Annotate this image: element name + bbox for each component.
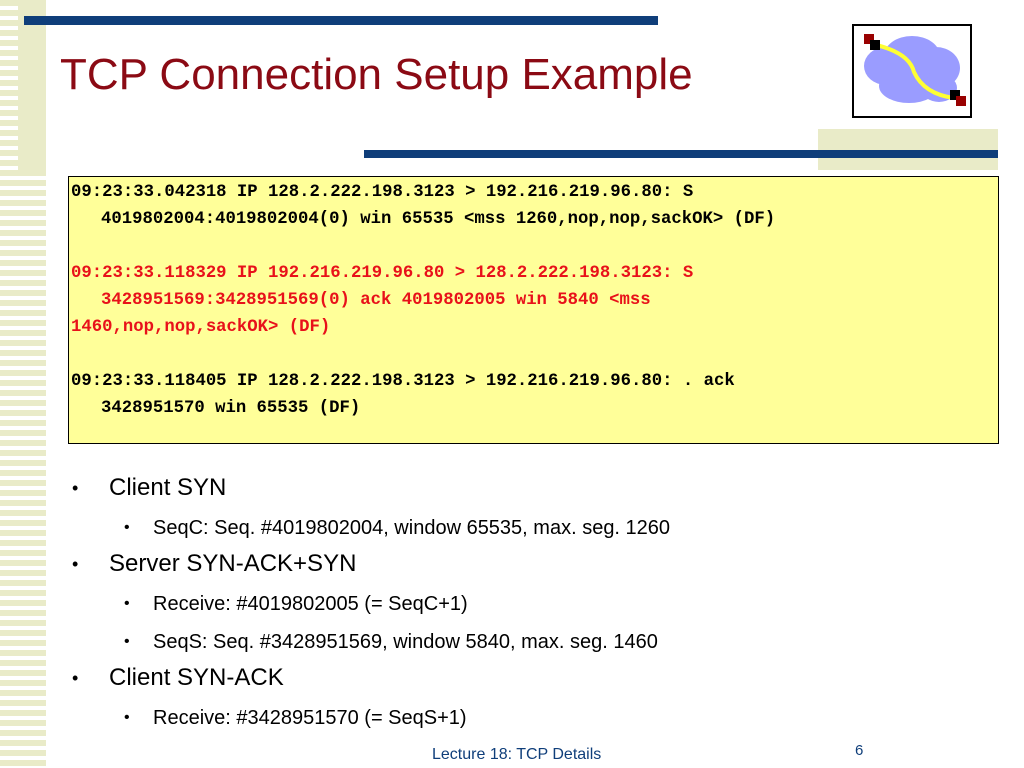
code-line: 09:23:33.118405 IP 128.2.222.198.3123 > … [71, 372, 735, 391]
bullet-list: • Client SYN • SeqC: Seq. #4019802004, win… [72, 470, 972, 730]
code-line: 3428951569:3428951569(0) ack 4019802005 … [101, 291, 651, 310]
left-solid-decoration [18, 0, 46, 176]
code-line: 4019802004:4019802004(0) win 65535 <mss … [101, 210, 776, 229]
network-cloud-icon [864, 34, 966, 106]
tcpdump-entry-syn-ack: 09:23:33.118329 IP 192.216.219.96.80 > 1… [71, 260, 998, 341]
sub-bullet-text: SeqS: Seq. #3428951569, window 5840, max… [153, 631, 658, 653]
code-line: 09:23:33.118329 IP 192.216.219.96.80 > 1… [71, 264, 694, 283]
tcpdump-output-box: 09:23:33.042318 IP 128.2.222.198.3123 > … [68, 176, 999, 444]
tcpdump-entry-ack: 09:23:33.118405 IP 128.2.222.198.3123 > … [71, 368, 998, 422]
bullet-dot-icon: • [124, 709, 130, 726]
code-line: 3428951570 win 65535 (DF) [101, 399, 361, 418]
bullet-dot-icon: • [124, 595, 130, 612]
sub-bullet-text: SeqC: Seq. #4019802004, window 65535, ma… [153, 517, 671, 539]
bullet-item: • Client SYN-ACK [72, 664, 972, 692]
logo-box [852, 24, 972, 118]
right-decoration-block [818, 129, 998, 170]
code-line: 1460,nop,nop,sackOK> (DF) [71, 318, 331, 337]
bullet-dot-icon: • [124, 633, 130, 650]
bullet-text: Client SYN [109, 474, 227, 501]
bullet-dot-icon: • [72, 478, 79, 498]
bullet-text: Client SYN-ACK [109, 664, 284, 691]
bullet-text: Server SYN-ACK+SYN [109, 550, 357, 577]
footer-text: Lecture 18: TCP Details [432, 746, 602, 763]
bullet-item: • Client SYN [72, 474, 972, 502]
bullet-dot-icon: • [72, 668, 79, 688]
sub-bullet-text: Receive: #3428951570 (= SeqS+1) [153, 707, 467, 729]
sub-bullet-text: Receive: #4019802005 (= SeqC+1) [153, 593, 468, 615]
sub-bullet-item: • Receive: #4019802005 (= SeqC+1) [72, 592, 972, 616]
top-bar [24, 16, 658, 25]
sub-bullet-item: • SeqS: Seq. #3428951569, window 5840, ma… [72, 630, 972, 654]
code-line: 09:23:33.042318 IP 128.2.222.198.3123 > … [71, 183, 694, 202]
bullet-dot-icon: • [72, 554, 79, 574]
mid-bar [364, 150, 998, 158]
bullet-item: • Server SYN-ACK+SYN [72, 550, 972, 578]
bullet-dot-icon: • [124, 519, 130, 536]
page-number: 6 [855, 742, 864, 759]
sub-bullet-item: • Receive: #3428951570 (= SeqS+1) [72, 706, 972, 730]
tcpdump-entry-syn: 09:23:33.042318 IP 128.2.222.198.3123 > … [71, 179, 998, 233]
sub-bullet-item: • SeqC: Seq. #4019802004, window 65535, m… [72, 516, 972, 540]
slide-title: TCP Connection Setup Example [60, 50, 693, 99]
